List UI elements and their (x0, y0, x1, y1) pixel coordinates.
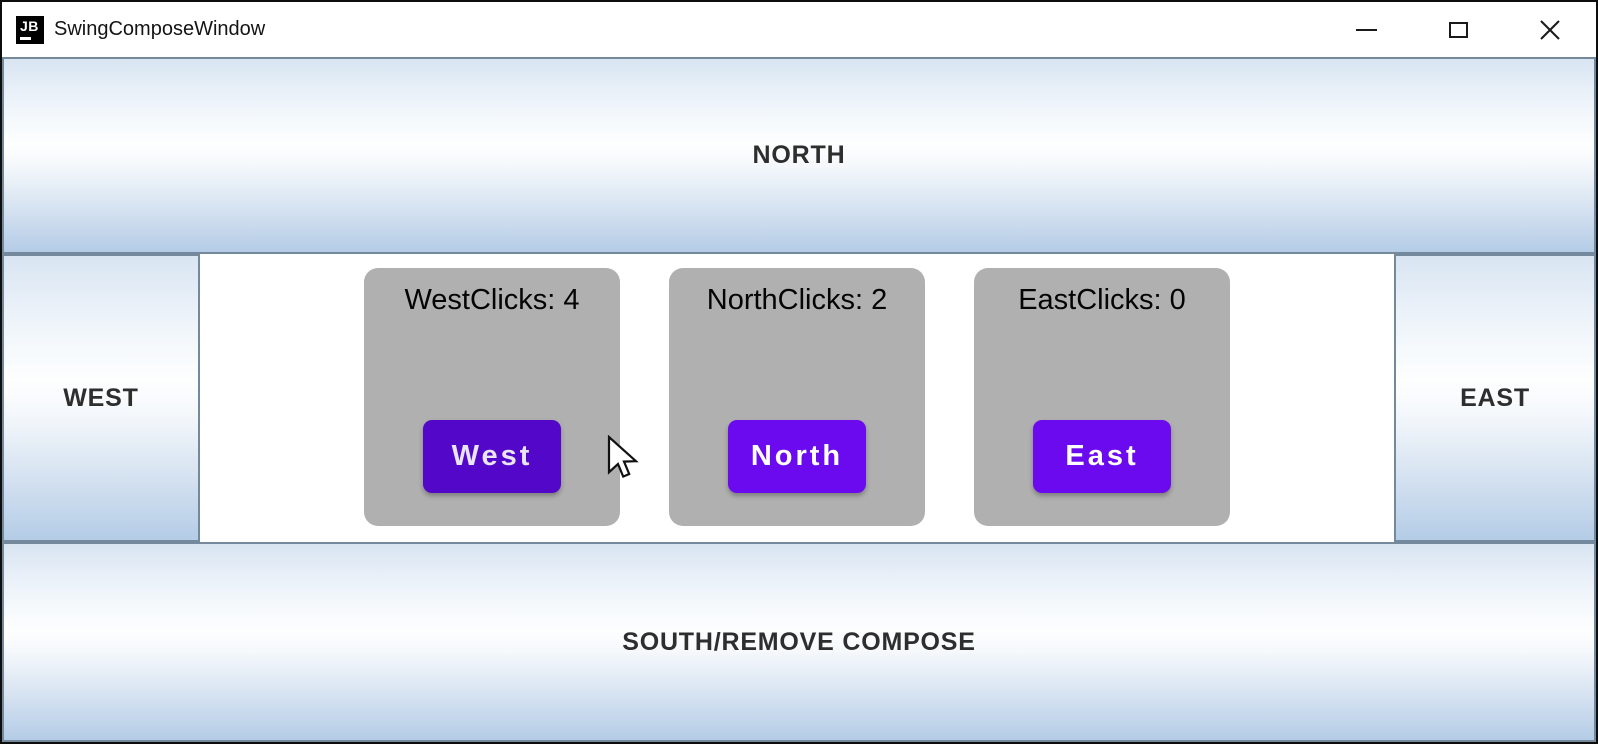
north-button-label: NORTH (752, 141, 846, 169)
minimize-icon (1355, 28, 1377, 31)
close-icon (1540, 19, 1560, 40)
window-title: SwingComposeWindow (54, 18, 266, 40)
title-bar: JB SwingComposeWindow (2, 2, 1596, 57)
east-counter-text: EastClicks: 0 (1018, 284, 1186, 316)
maximize-button[interactable] (1412, 2, 1504, 57)
maximize-icon (1448, 21, 1468, 38)
north-action-button[interactable]: North (728, 420, 866, 493)
east-button[interactable]: EAST (1394, 254, 1596, 542)
north-button[interactable]: NORTH (2, 57, 1596, 254)
app-icon-underscore (20, 36, 31, 40)
west-button[interactable]: WEST (2, 254, 200, 542)
east-button-label: EAST (1460, 383, 1530, 412)
jetbrains-jb-icon: JB (16, 15, 44, 44)
compose-center-panel: WestClicks: 4 West NorthClicks: 2 North … (200, 254, 1394, 542)
west-button-label: WEST (63, 383, 139, 412)
minimize-button[interactable] (1320, 2, 1412, 57)
close-button[interactable] (1504, 2, 1596, 57)
app-icon-text: JB (20, 17, 39, 34)
counter-card-east: EastClicks: 0 East (974, 268, 1230, 526)
counter-card-west: WestClicks: 4 West (364, 268, 620, 526)
middle-row: WEST WestClicks: 4 West NorthClicks: 2 N… (2, 254, 1596, 542)
west-action-button[interactable]: West (423, 420, 561, 493)
counter-card-north: NorthClicks: 2 North (669, 268, 925, 526)
west-counter-text: WestClicks: 4 (404, 284, 580, 316)
window-controls (1320, 2, 1596, 57)
south-remove-compose-button[interactable]: SOUTH/REMOVE COMPOSE (2, 542, 1596, 742)
east-action-button[interactable]: East (1033, 420, 1171, 493)
south-button-label: SOUTH/REMOVE COMPOSE (622, 627, 976, 656)
north-counter-text: NorthClicks: 2 (706, 284, 888, 316)
